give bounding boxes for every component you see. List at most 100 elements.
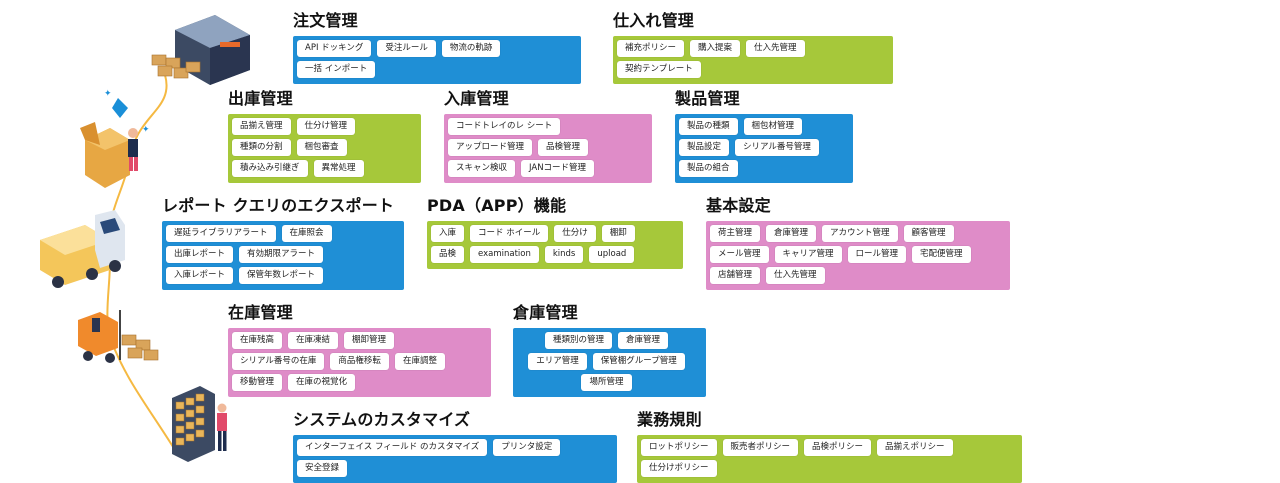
svg-text:✦: ✦ — [104, 89, 112, 99]
section-title: 出庫管理 — [228, 89, 293, 108]
feature-chip[interactable]: 出庫レポート — [166, 246, 234, 263]
feature-list: インターフェイス フィールド のカスタマイズ プリンタ設定 安全登録 — [293, 435, 617, 483]
feature-chip[interactable]: 棚卸 — [601, 225, 635, 242]
feature-chip[interactable]: 受注ルール — [377, 40, 436, 57]
section-title: レポート クエリのエクスポート — [162, 196, 395, 215]
feature-chip[interactable]: インターフェイス フィールド のカスタマイズ — [297, 439, 488, 456]
section-system: システムのカスタマイズ インターフェイス フィールド のカスタマイズ プリンタ設… — [293, 410, 617, 483]
feature-chip[interactable]: JANコード管理 — [521, 160, 595, 177]
feature-chip[interactable]: 品揃え管理 — [232, 118, 291, 135]
feature-chip[interactable]: プリンタ設定 — [493, 439, 561, 456]
feature-chip[interactable]: 購入提案 — [690, 40, 741, 57]
section-title: システムのカスタマイズ — [293, 410, 471, 429]
delivery-truck-icon — [40, 210, 125, 288]
section-pda: PDA（APP）機能 入庫 コード ホイール 仕分け 棚卸 品検 examina… — [427, 196, 683, 269]
feature-chip[interactable]: 移動管理 — [232, 374, 283, 391]
feature-chip[interactable]: 在庫照会 — [281, 225, 332, 242]
feature-chip[interactable]: 仕分けポリシー — [641, 460, 717, 477]
feature-chip[interactable]: ロットポリシー — [641, 439, 717, 456]
feature-chip[interactable]: 倉庫管理 — [766, 225, 817, 242]
feature-chip[interactable]: 品揃えポリシー — [877, 439, 953, 456]
svg-text:✦: ✦ — [142, 125, 150, 135]
feature-chip[interactable]: 製品設定 — [679, 139, 730, 156]
feature-chip[interactable]: 在庫残高 — [232, 332, 283, 349]
feature-chip[interactable]: 安全登録 — [297, 460, 348, 477]
feature-chip[interactable]: 製品の組合 — [679, 160, 738, 177]
section-rules: 業務規則 ロットポリシー 販売者ポリシー 品検ポリシー 品揃えポリシー 仕分けポ… — [637, 410, 1022, 483]
shelf-picking-icon — [172, 386, 227, 462]
feature-list: 製品の種類 梱包材管理 製品設定 シリアル番号管理 製品の組合 — [675, 114, 853, 183]
feature-chip[interactable]: 仕分け管理 — [296, 118, 356, 135]
feature-chip[interactable]: 品検ポリシー — [804, 439, 872, 456]
feature-chip[interactable]: kinds — [544, 246, 584, 263]
feature-chip[interactable]: 種類の分割 — [232, 139, 291, 156]
feature-chip[interactable]: 保管年数レポート — [239, 267, 324, 284]
feature-chip[interactable]: 補充ポリシー — [617, 40, 685, 57]
feature-chip[interactable]: シリアル番号管理 — [735, 139, 819, 156]
feature-chip[interactable]: エリア管理 — [528, 353, 587, 370]
feature-list: 入庫 コード ホイール 仕分け 棚卸 品検 examination kinds … — [427, 221, 683, 269]
feature-chip[interactable]: 梱包審査 — [296, 139, 347, 156]
feature-chip[interactable]: 顧客管理 — [903, 225, 954, 242]
feature-list: 遅延ライブラリアラート 在庫照会 出庫レポート 有効期限アラート 入庫レポート … — [162, 221, 404, 290]
feature-chip[interactable]: upload — [589, 246, 635, 263]
feature-chip[interactable]: 異常処理 — [313, 160, 364, 177]
feature-chip[interactable]: 入庫 — [431, 225, 465, 242]
feature-chip[interactable]: 販売者ポリシー — [722, 439, 799, 456]
feature-chip[interactable]: 仕入先管理 — [766, 267, 825, 284]
feature-chip[interactable]: 場所管理 — [581, 374, 632, 391]
feature-chip[interactable]: 店舗管理 — [710, 267, 761, 284]
section-title: 基本設定 — [706, 196, 771, 215]
section-stock: 在庫管理 在庫残高 在庫凍結 棚卸管理 シリアル番号の在庫 商品権移転 在庫調整… — [228, 303, 491, 397]
feature-chip[interactable]: アップロード管理 — [448, 139, 533, 156]
feature-chip[interactable]: アカウント管理 — [822, 225, 898, 242]
feature-chip[interactable]: 仕入先管理 — [746, 40, 805, 57]
feature-chip[interactable]: 荷主管理 — [710, 225, 761, 242]
forklift-icon — [78, 310, 159, 363]
section-title: 業務規則 — [637, 410, 702, 429]
feature-chip[interactable]: 物流の軌跡 — [441, 40, 501, 57]
feature-list: 荷主管理 倉庫管理 アカウント管理 顧客管理 メール管理 キャリア管理 ロール管… — [706, 221, 1010, 290]
section-title: 注文管理 — [293, 11, 358, 30]
feature-chip[interactable]: 在庫凍結 — [288, 332, 339, 349]
section-title: PDA（APP）機能 — [427, 196, 567, 215]
section-report: レポート クエリのエクスポート 遅延ライブラリアラート 在庫照会 出庫レポート … — [162, 196, 404, 290]
feature-chip[interactable]: 在庫調整 — [394, 353, 445, 370]
feature-chip[interactable]: 一括 インポート — [297, 61, 376, 78]
flow-illustration: ✦ ✦ — [40, 15, 250, 462]
feature-chip[interactable]: 棚卸管理 — [344, 332, 395, 349]
feature-chip[interactable]: 遅延ライブラリアラート — [166, 225, 276, 242]
feature-chip[interactable]: 契約テンプレート — [617, 61, 701, 78]
feature-chip[interactable]: コードトレイのレ シート — [448, 118, 561, 135]
feature-chip[interactable]: API ドッキング — [297, 40, 372, 57]
feature-chip[interactable]: 倉庫管理 — [618, 332, 669, 349]
feature-chip[interactable]: 入庫レポート — [166, 267, 234, 284]
feature-chip[interactable]: 在庫の視覚化 — [288, 374, 356, 391]
feature-chip[interactable]: 積み込み引継ぎ — [232, 160, 308, 177]
section-warehouse: 倉庫管理 種類別の管理 倉庫管理 エリア管理 保管棚グループ管理 場所管理 — [513, 303, 706, 397]
feature-chip[interactable]: シリアル番号の在庫 — [232, 353, 325, 370]
feature-chip[interactable]: 種類別の管理 — [544, 332, 612, 349]
feature-chip[interactable]: 梱包材管理 — [743, 118, 803, 135]
feature-chip[interactable]: コード ホイール — [470, 225, 549, 242]
feature-chip[interactable]: スキャン検収 — [448, 160, 516, 177]
feature-chip[interactable]: キャリア管理 — [774, 246, 842, 263]
feature-list: 補充ポリシー 購入提案 仕入先管理 契約テンプレート — [613, 36, 893, 84]
feature-chip[interactable]: 仕分け — [554, 225, 596, 242]
feature-chip[interactable]: 有効期限アラート — [239, 246, 324, 263]
section-title: 在庫管理 — [228, 303, 293, 322]
feature-chip[interactable]: 品検管理 — [538, 139, 589, 156]
feature-chip[interactable]: 品検 — [431, 246, 465, 263]
feature-list: ロットポリシー 販売者ポリシー 品検ポリシー 品揃えポリシー 仕分けポリシー — [637, 435, 1022, 483]
section-title: 製品管理 — [675, 89, 740, 108]
section-title: 入庫管理 — [444, 89, 509, 108]
feature-chip[interactable]: examination — [470, 246, 539, 263]
feature-list: 在庫残高 在庫凍結 棚卸管理 シリアル番号の在庫 商品権移転 在庫調整 移動管理… — [228, 328, 491, 397]
feature-chip[interactable]: 宅配便管理 — [912, 246, 971, 263]
feature-chip[interactable]: メール管理 — [710, 246, 769, 263]
feature-chip[interactable]: 製品の種類 — [679, 118, 738, 135]
feature-chip[interactable]: 商品権移転 — [330, 353, 389, 370]
feature-chip[interactable]: ロール管理 — [847, 246, 907, 263]
feature-list: 種類別の管理 倉庫管理 エリア管理 保管棚グループ管理 場所管理 — [513, 328, 706, 397]
feature-chip[interactable]: 保管棚グループ管理 — [592, 353, 685, 370]
